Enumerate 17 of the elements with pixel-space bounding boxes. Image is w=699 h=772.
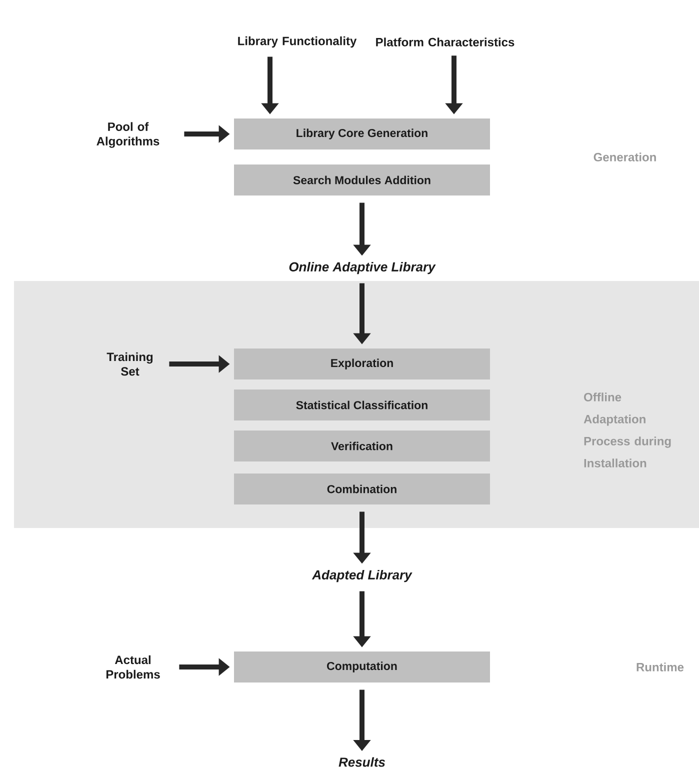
- process-box: Verification: [234, 430, 490, 462]
- process-box: Computation: [234, 652, 490, 682]
- stage-label: Generation: [594, 152, 656, 162]
- stage-label: Runtime: [636, 662, 684, 672]
- output-label: Results: [338, 757, 386, 767]
- input-label: Training Set: [106, 352, 153, 376]
- output-label: Online Adaptive Library: [289, 262, 436, 274]
- process-box: Search Modules Addition: [234, 164, 490, 196]
- process-box: Exploration: [234, 348, 490, 380]
- process-box: Statistical Classification: [234, 390, 490, 420]
- output-label: Adapted Library: [312, 570, 412, 582]
- input-label: Actual Problems: [106, 655, 160, 679]
- process-box: Library Core Generation: [234, 118, 490, 150]
- input-label: Pool of Algorithms: [96, 122, 160, 148]
- input-label: Library Functionality: [238, 36, 357, 48]
- process-box: Combination: [234, 474, 490, 504]
- input-label: Platform Characteristics: [376, 38, 514, 46]
